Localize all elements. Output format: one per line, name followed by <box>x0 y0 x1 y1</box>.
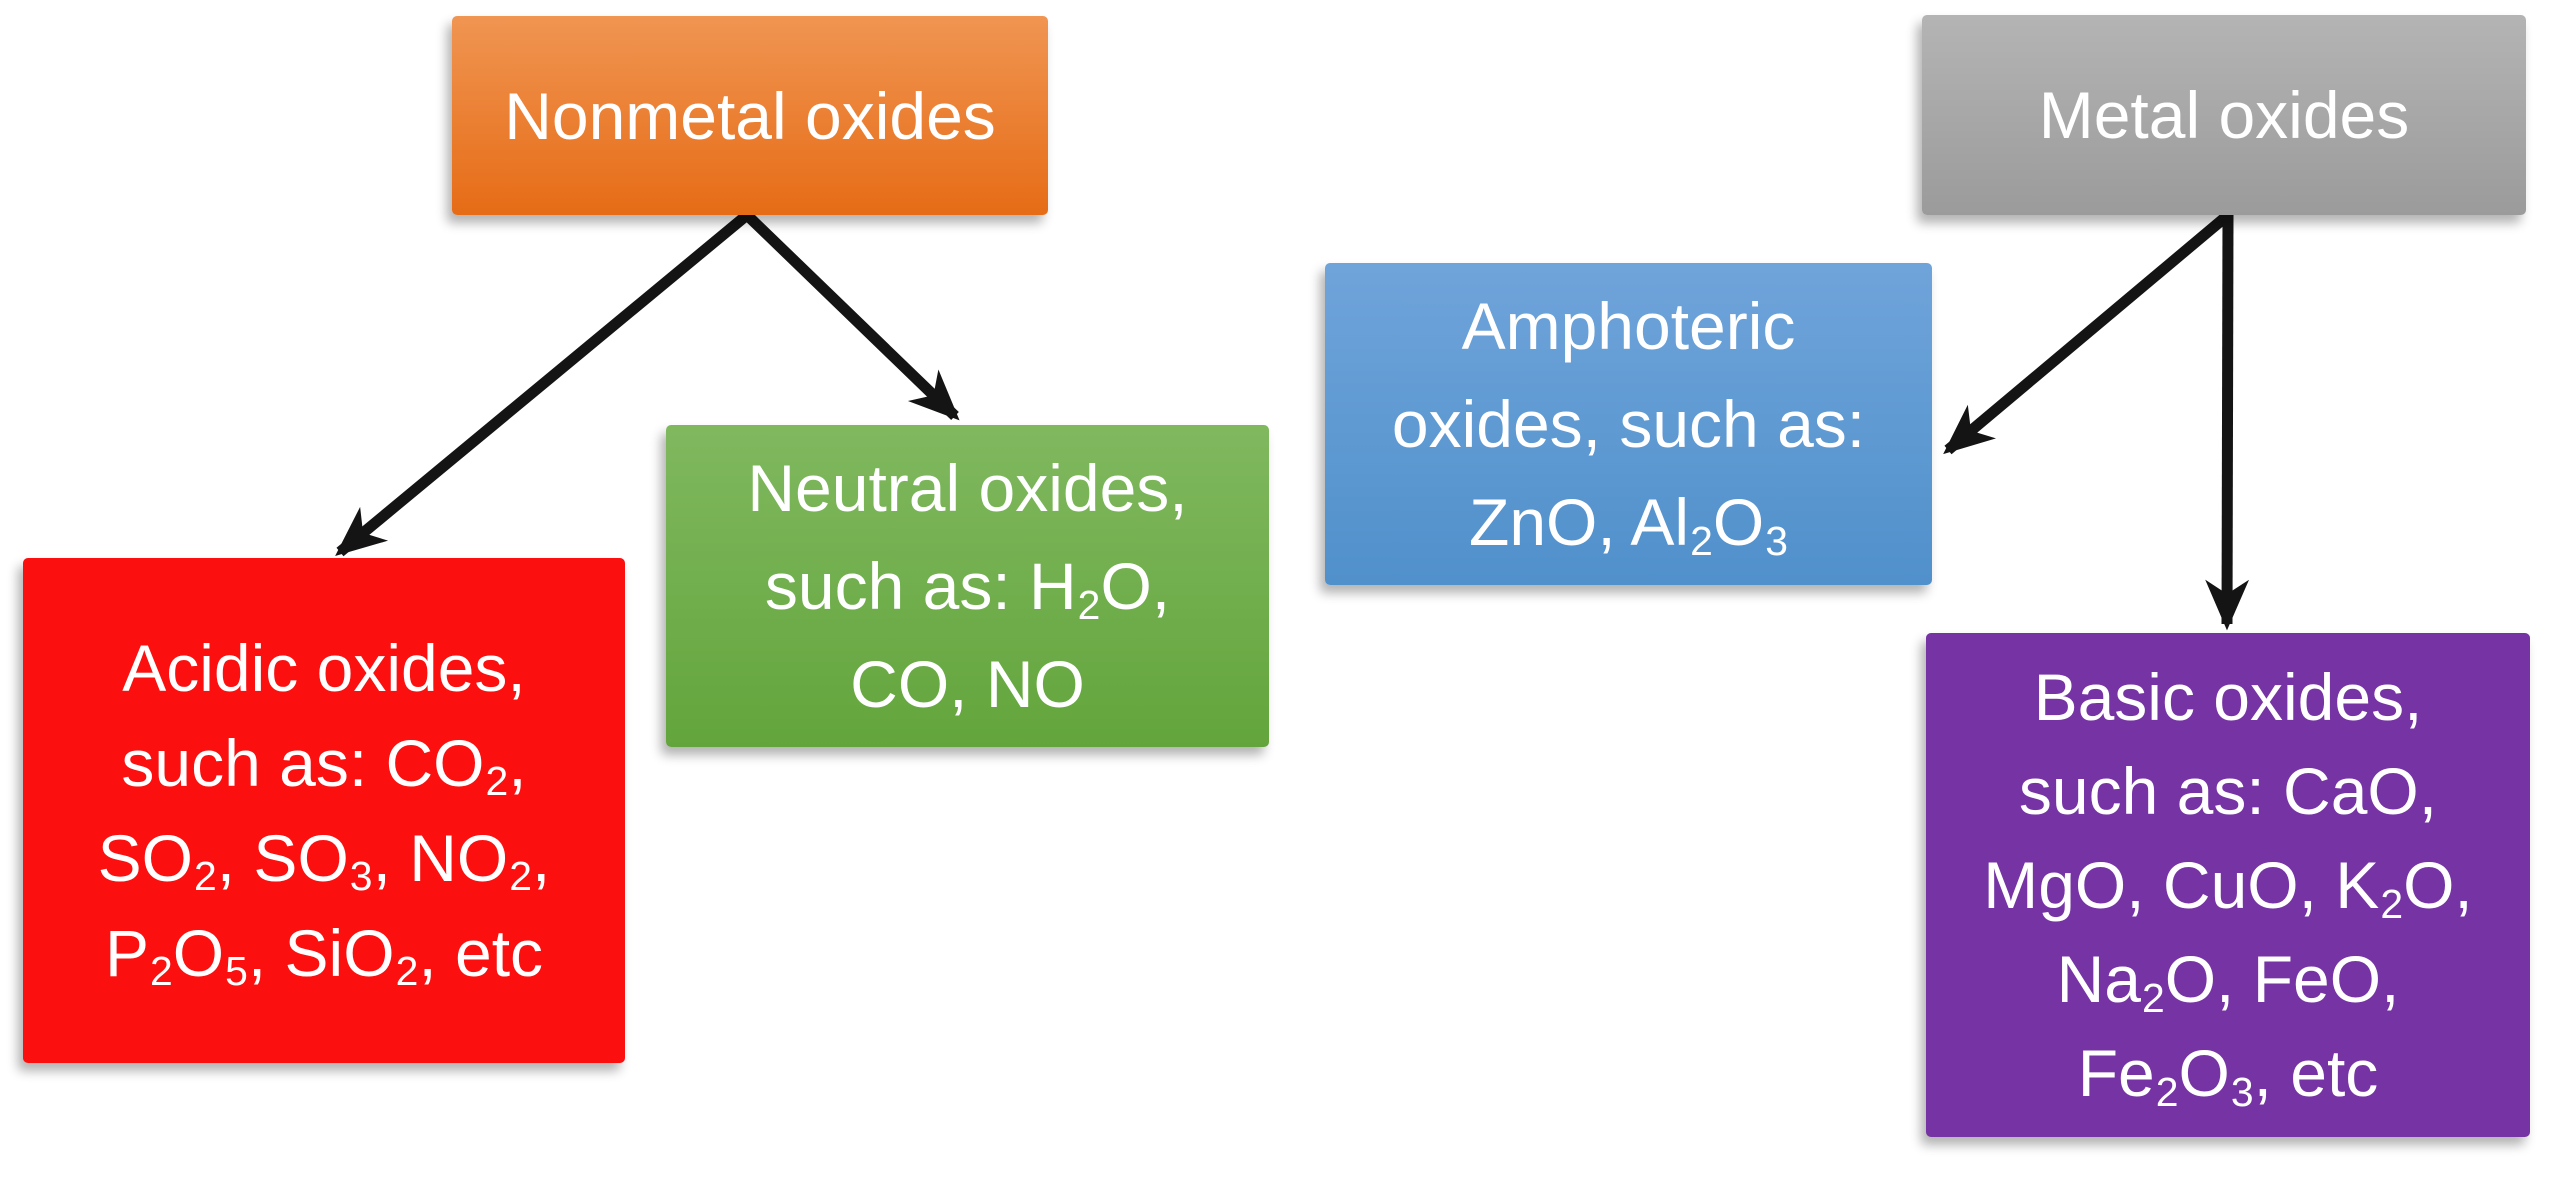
text-line: Neutral oxides, <box>747 451 1188 525</box>
text-line: such as: CaO, <box>2018 754 2438 828</box>
text-line: oxides, such as: <box>1391 387 1866 461</box>
text-line: such as: CO2, <box>121 725 527 805</box>
text-line: CO, NO <box>850 647 1085 721</box>
node-amphoteric-oxides: Amphoteric oxides, such as: ZnO, Al2O3 <box>1325 263 1932 585</box>
text-line: ZnO, Al2O3 <box>1469 485 1788 564</box>
node-nonmetal-oxides: Nonmetal oxides <box>452 16 1048 215</box>
text-line: Fe2O3, etc <box>2077 1036 2379 1115</box>
arrow-nonmetal-to-neutral <box>743 211 960 421</box>
text-line: such as: H2O, <box>764 549 1171 628</box>
text-line: Amphoteric <box>1461 289 1796 363</box>
node-basic-oxides: Basic oxides, such as: CaO, MgO, CuO, K2O,… <box>1926 633 2530 1137</box>
text-line: P2O5, SiO2, etc <box>104 915 544 995</box>
text-line: Acidic oxides, <box>122 630 526 705</box>
arrow-metal-to-amphoteric <box>1943 210 2232 455</box>
arrow-metal-to-basic <box>2205 214 2250 631</box>
node-metal-oxides: Metal oxides <box>1922 15 2526 215</box>
node-nonmetal-label: Nonmetal oxides <box>504 78 996 153</box>
node-acidic-oxides: Acidic oxides, such as: CO2, SO2, SO3, NO2… <box>23 558 625 1063</box>
node-neutral-oxides: Neutral oxides, such as: H2O, CO, NO <box>666 425 1269 747</box>
text-line: SO2, SO3, NO2, <box>97 820 551 900</box>
node-metal-label: Metal oxides <box>2038 78 2410 152</box>
text-line: MgO, CuO, K2O, <box>1983 848 2473 927</box>
text-line: Basic oxides, <box>2033 660 2423 734</box>
text-line: Na2O, FeO, <box>2056 942 2400 1021</box>
